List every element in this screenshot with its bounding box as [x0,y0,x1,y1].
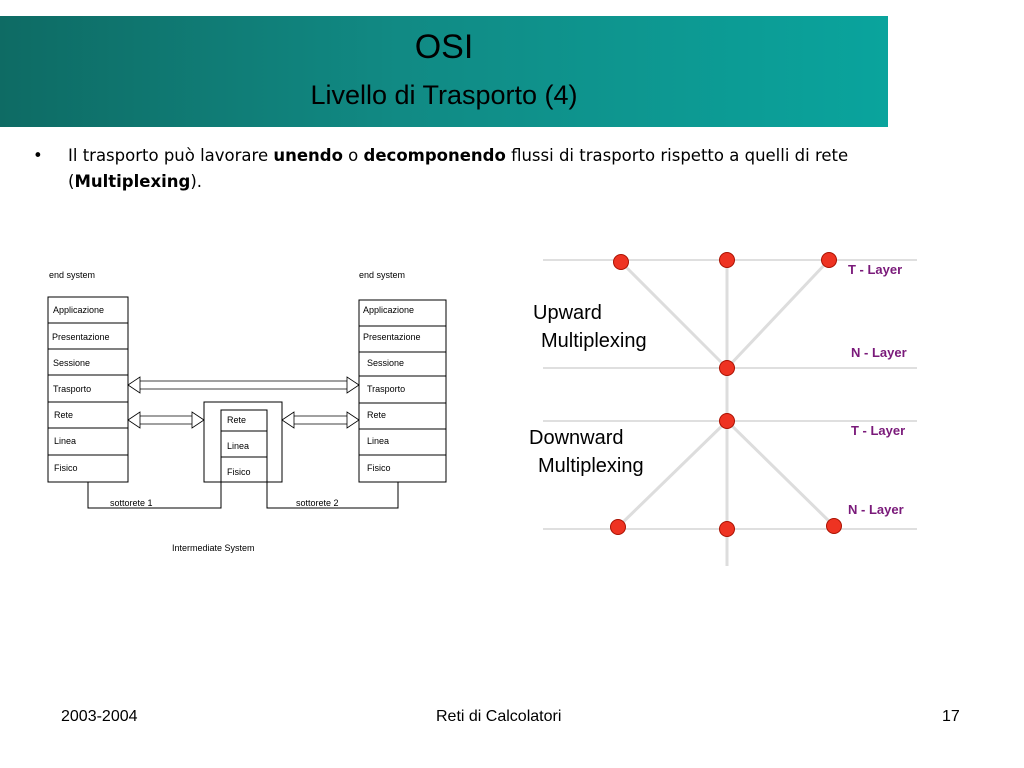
right-layer-label: Applicazione [363,305,414,315]
bullet-text-3: flussi di trasporto rispetto a quelli di… [68,146,849,191]
n-layer-label-lower: N - Layer [848,502,904,517]
downward-n-node [610,519,626,535]
bullet-bold-unendo: unendo [273,146,343,165]
intermediate-stack [203,401,283,483]
intermediate-system-label: Intermediate System [172,543,255,553]
left-stack-labels: Applicazione Presentazione Sessione Tras… [52,305,110,473]
right-stack [358,299,447,483]
intermediate-layer-label: Fisico [227,467,251,477]
right-layer-label: Sessione [367,358,404,368]
left-layer-label: Rete [54,410,73,420]
downward-n-node [719,521,735,537]
left-layer-label: Linea [54,436,76,446]
downward-label-line1: Downward [529,427,623,449]
downward-n-node [826,518,842,534]
end-system-left-label: end system [49,270,95,280]
right-layer-label: Presentazione [363,332,421,342]
upward-label-line1: Upward [533,302,602,324]
downward-t-node [719,413,735,429]
bullet-text: Il trasporto può lavorare unendo o decom… [68,143,980,195]
subnet-1-link [87,482,222,509]
bullet-text-4: ). [190,172,203,191]
t-layer-label-lower: T - Layer [851,423,905,438]
right-layer-label: Rete [367,410,386,420]
intermediate-layer-label: Linea [227,441,249,451]
upward-t-node [719,252,735,268]
upward-t-node [613,254,629,270]
footer-year: 2003-2004 [61,708,138,725]
network-peer-arrow-right [281,411,360,429]
layer-nodes [610,252,842,537]
bullet-text-1: Il trasporto può lavorare [68,146,274,165]
bullet-text-2: o [342,146,364,165]
subnet-2-link [266,482,399,509]
left-layer-label: Sessione [53,358,90,368]
title-bar [0,16,888,127]
intermediate-stack-labels: Rete Linea Fisico [227,415,251,477]
left-layer-label: Presentazione [52,332,110,342]
slide-title: OSI [414,28,474,66]
slide-subtitle: Livello di Trasporto (4) [310,80,578,110]
intermediate-stack-frame [203,401,283,483]
transport-peer-arrow [127,376,360,394]
right-stack-frame [358,299,447,483]
downward-label-line2: Multiplexing [538,455,644,477]
subnet-2-label: sottorete 2 [296,498,339,508]
right-stack-labels: Applicazione Presentazione Sessione Tras… [363,305,421,473]
upward-t-node [821,252,837,268]
right-layer-label: Fisico [367,463,391,473]
multiplexing-connectors [616,258,836,566]
n-layer-label-upper: N - Layer [851,345,907,360]
upward-label-line2: Multiplexing [541,330,647,352]
left-layer-label: Fisico [54,463,78,473]
subnet-1-label: sottorete 1 [110,498,153,508]
footer-page-number: 17 [942,708,960,725]
t-layer-label-upper: T - Layer [848,262,902,277]
footer-course: Reti di Calcolatori [436,708,562,725]
intermediate-layer-label: Rete [227,415,246,425]
bullet-bold-multiplexing: Multiplexing [74,172,191,191]
end-system-right-label: end system [359,270,405,280]
layer-lines [543,259,917,530]
upward-n-node [719,360,735,376]
bullet-icon: • [33,146,43,165]
right-layer-label: Linea [367,436,389,446]
bullet-bold-decomponendo: decomponendo [363,146,506,165]
network-peer-arrow-left [127,411,205,429]
left-layer-label: Applicazione [53,305,104,315]
right-layer-label: Trasporto [367,384,405,394]
left-layer-label: Trasporto [53,384,91,394]
